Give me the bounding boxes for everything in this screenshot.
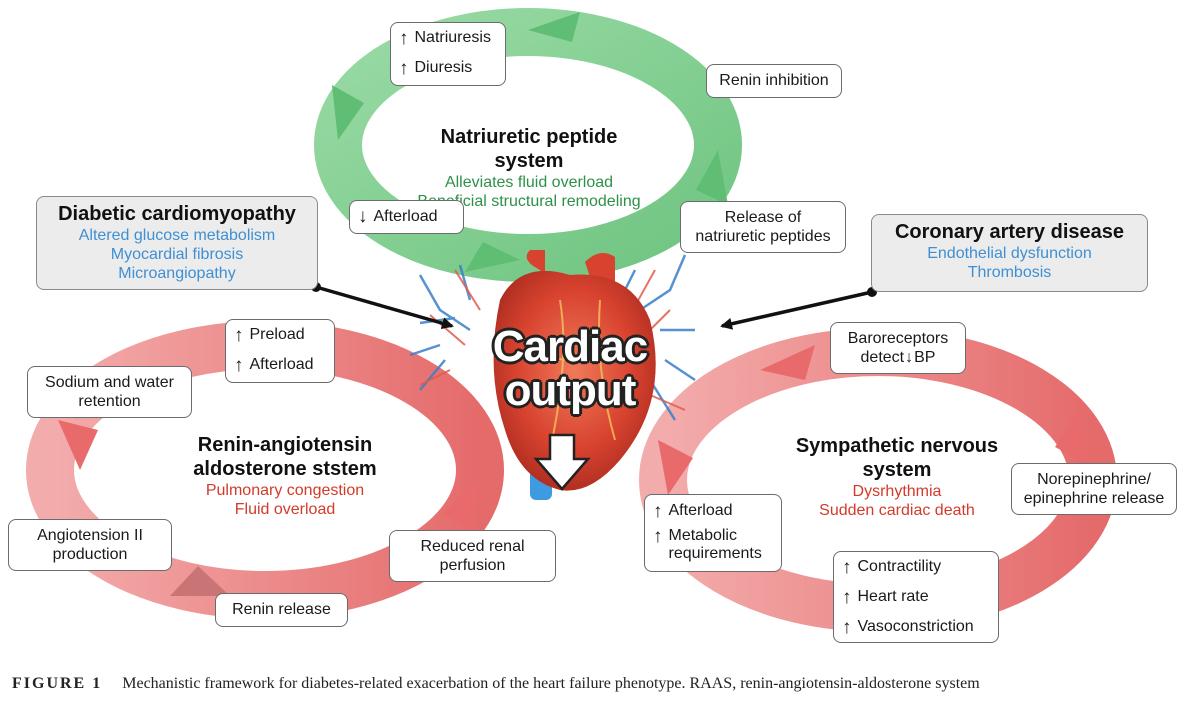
up-arrow-icon: ↑ (653, 526, 663, 547)
baro-bp-text: BP (914, 349, 936, 366)
coronary-artery-disease-box: Coronary artery disease Endothelial dysf… (871, 214, 1148, 292)
sympathetic-afterload-item: Afterload (645, 495, 781, 527)
angiotensin-production-box: Angiotension II production (8, 519, 172, 571)
caption-text: Mechanistic framework for diabetes-relat… (122, 675, 980, 692)
natriuretic-system-label: Natriuretic peptide system Alleviates fl… (416, 125, 642, 211)
diabetic-title: Diabetic cardiomyopathy (58, 203, 296, 225)
renal-line-1: Reduced renal (420, 537, 525, 555)
sodium-line-1: Sodium and water (45, 373, 174, 391)
sympathetic-effect-2: Sudden cardiac death (819, 502, 975, 520)
afterload-metabolic-box: Afterload ↑ Metabolic requirements (644, 494, 782, 572)
diabetic-item-2: Myocardial fibrosis (110, 246, 244, 264)
renin-release-text: Renin release (232, 601, 331, 619)
metabolic-line-2: requirements (668, 545, 762, 563)
sodium-water-box: Sodium and water retention (27, 366, 192, 418)
natriuresis-diuresis-box: Natriuresis Diuresis (390, 22, 506, 86)
metabolic-item: ↑ Metabolic requirements (645, 527, 781, 564)
heart-rate-item: Heart rate (834, 582, 998, 612)
coronary-connector-arrow (720, 287, 877, 330)
raas-effect-1: Pulmonary congestion (205, 482, 365, 499)
raas-system-label: Renin-angiotensin aldosterone ststem Pul… (162, 433, 408, 519)
raas-afterload-item: Afterload (226, 350, 334, 380)
metabolic-line-1: Metabolic (668, 527, 737, 544)
angiotensin-line-1: Angiotension II (37, 526, 143, 544)
baro-line-2: detect↓BP (831, 348, 965, 367)
raas-title-2: aldosterone ststem (193, 458, 377, 480)
down-arrow-icon: ↓ (905, 349, 914, 366)
sympathetic-effect-1: Dysrhythmia (852, 483, 942, 500)
reduced-renal-perfusion-box: Reduced renal perfusion (389, 530, 556, 582)
natriuretic-afterload-item: Afterload (350, 201, 463, 232)
renal-line-2: perfusion (439, 557, 506, 574)
natriuretic-title: Natriuretic peptide system (440, 126, 618, 172)
raas-effect-2: Fluid overload (234, 501, 336, 519)
sodium-line-2: retention (78, 393, 141, 410)
vasoconstriction-item: Vasoconstriction (834, 612, 998, 642)
release-natriuretic-box: Release of natriuretic peptides (680, 201, 846, 253)
natriuretic-effect-1: Alleviates fluid overload (444, 174, 614, 191)
natriuresis-item: Natriuresis (391, 23, 505, 53)
sympathetic-title-2: system (862, 459, 932, 481)
figure-label: FIGURE 1 (12, 675, 103, 692)
contractility-box: Contractility Heart rate Vasoconstrictio… (833, 551, 999, 643)
baroreceptors-box: Baroreceptors detect↓BP (830, 322, 966, 374)
diabetic-item-1: Altered glucose metabolism (78, 227, 276, 244)
figure-caption: FIGURE 1 Mechanistic framework for diabet… (12, 672, 1162, 695)
sympathetic-title-1: Sympathetic nervous (795, 435, 999, 457)
renin-release-box: Renin release (215, 593, 348, 627)
release-line-2: natriuretic peptides (695, 228, 831, 245)
coronary-item-1: Endothelial dysfunction (927, 245, 1092, 262)
angiotensin-line-2: production (52, 546, 128, 563)
natriuretic-effect-2: Beneficial structural remodeling (417, 193, 641, 211)
diabetic-cardiomyopathy-box: Diabetic cardiomyopathy Altered glucose … (36, 196, 318, 290)
sympathetic-system-label: Sympathetic nervous system Dysrhythmia S… (774, 434, 1020, 520)
baro-line-1: Baroreceptors (847, 329, 949, 347)
coronary-item-2: Thrombosis (967, 264, 1052, 282)
natriuretic-afterload-box: Afterload (349, 200, 464, 234)
decrease-arrow-icon (533, 433, 591, 491)
contractility-item: Contractility (834, 552, 998, 582)
norepinephrine-release-box: Norepinephrine/ epinephrine release (1011, 463, 1177, 515)
preload-afterload-box: Preload Afterload (225, 319, 335, 383)
cardiac-line-1: Cardiac (492, 322, 648, 371)
diuresis-item: Diuresis (391, 53, 505, 83)
norepi-line-1: Norepinephrine/ (1037, 470, 1151, 488)
baro-detect-text: detect (860, 349, 905, 366)
coronary-title: Coronary artery disease (894, 221, 1124, 243)
release-line-1: Release of (724, 208, 802, 226)
preload-item: Preload (226, 320, 334, 350)
renin-inhibition-text: Renin inhibition (719, 72, 829, 90)
renin-inhibition-box: Renin inhibition (706, 64, 842, 98)
cardiac-line-2: output (504, 366, 637, 415)
norepi-line-2: epinephrine release (1023, 490, 1165, 507)
heart-illustration (409, 250, 696, 500)
diabetic-item-3: Microangiopathy (118, 265, 236, 283)
cardiac-output-label: Cardiac output (470, 325, 670, 413)
raas-title-1: Renin-angiotensin (197, 434, 373, 456)
